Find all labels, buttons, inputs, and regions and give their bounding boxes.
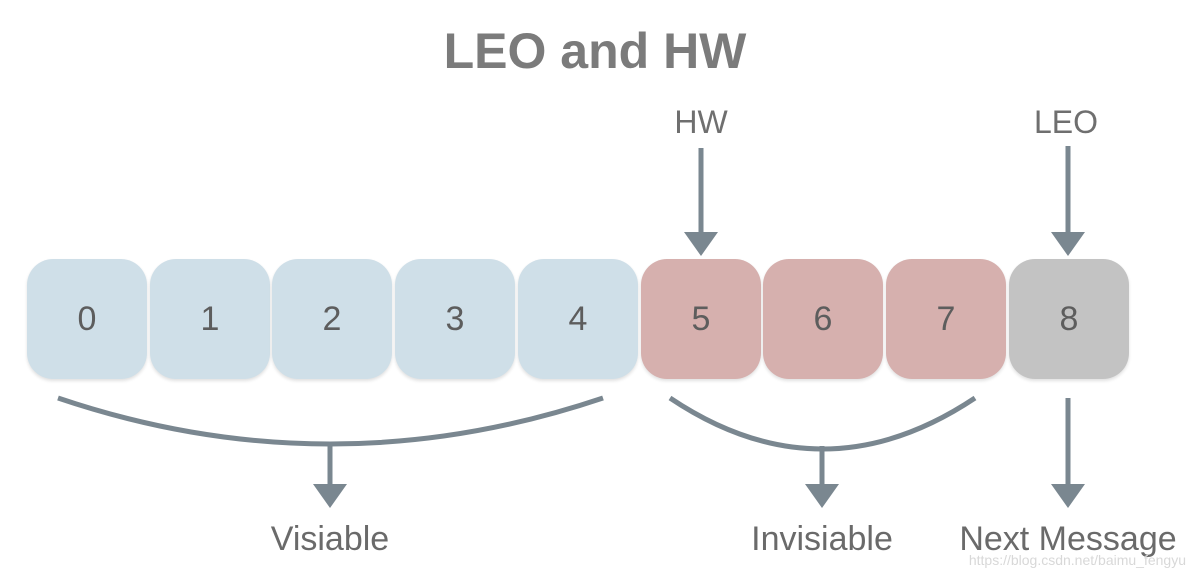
log-cell: 1 [150, 259, 270, 379]
leo-label: LEO [1033, 104, 1099, 140]
next-message-arrow [1051, 398, 1085, 508]
log-cell: 8 [1009, 259, 1129, 379]
visible-group-label: Visiable [270, 520, 390, 558]
hw-label: HW [674, 104, 728, 140]
log-cell: 3 [395, 259, 515, 379]
log-cell: 4 [518, 259, 638, 379]
watermark: https://blog.csdn.net/baimu_fengyu [968, 552, 1186, 568]
log-cell: 7 [886, 259, 1006, 379]
log-cell: 0 [27, 259, 147, 379]
diagram-title: LEO and HW [443, 23, 747, 79]
invisible-group-label: Invisiable [751, 520, 893, 558]
log-cell: 2 [272, 259, 392, 379]
leo-arrow [1051, 146, 1085, 256]
log-cell: 6 [763, 259, 883, 379]
visible-brace [57, 395, 604, 508]
invisible-brace [668, 395, 977, 508]
log-cell: 5 [641, 259, 761, 379]
next-message-label: Next Message [959, 520, 1177, 558]
hw-arrow [684, 148, 718, 256]
